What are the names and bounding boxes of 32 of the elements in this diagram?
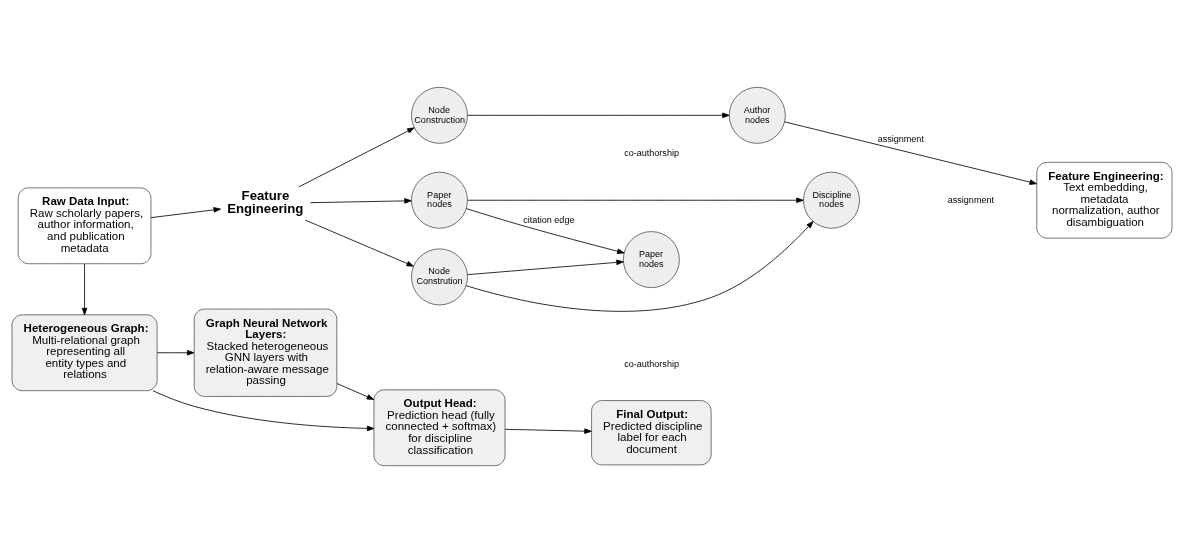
arrow — [467, 112, 730, 119]
arrow — [504, 428, 592, 434]
node-circle: Paper nodes — [411, 171, 468, 229]
arrow — [81, 263, 88, 316]
arrow — [150, 207, 221, 219]
arrow — [784, 121, 1037, 185]
node-box: Output Head: Prediction head (fully connected + softmax) for discipline classification — [373, 389, 506, 467]
arrow — [152, 390, 375, 432]
label: co-authorship — [624, 148, 679, 159]
node-box: Feature Engineering: Text embedding, metadata normalization, author disambiguation — [1036, 161, 1173, 239]
node-circle: Paper nodes — [622, 231, 680, 289]
arrow — [310, 198, 412, 204]
arrow — [465, 221, 814, 312]
arrow — [304, 219, 414, 267]
node-box: Heterogeneous Graph: Multi-relational graph representing all entity types and relations — [11, 314, 158, 392]
label: assignment — [947, 194, 994, 205]
arrow — [156, 350, 195, 356]
node-box: Final Output: Predicted discipline label for each document — [591, 400, 712, 466]
node-circle: Node Constrution — [411, 248, 468, 306]
arrow — [467, 197, 804, 203]
node-text: Feature Engineering — [227, 188, 304, 217]
edge-label: assignment — [877, 134, 924, 145]
node-circle: Node Construction — [411, 86, 468, 144]
arrow — [465, 208, 625, 254]
node-box: Raw Data Input: Raw scholarly papers, author information, and publication metadata — [17, 187, 152, 265]
node-circle: Author nodes — [728, 86, 786, 144]
edge-label: citation edge — [523, 215, 575, 226]
arrow — [467, 259, 624, 276]
label: co-authorship — [624, 359, 679, 370]
arrow — [336, 383, 375, 400]
arrow — [298, 127, 415, 188]
node-box: Graph Neural Network Layers: Stacked heterogeneous GNN layers with relation-aware message passing — [193, 308, 338, 397]
